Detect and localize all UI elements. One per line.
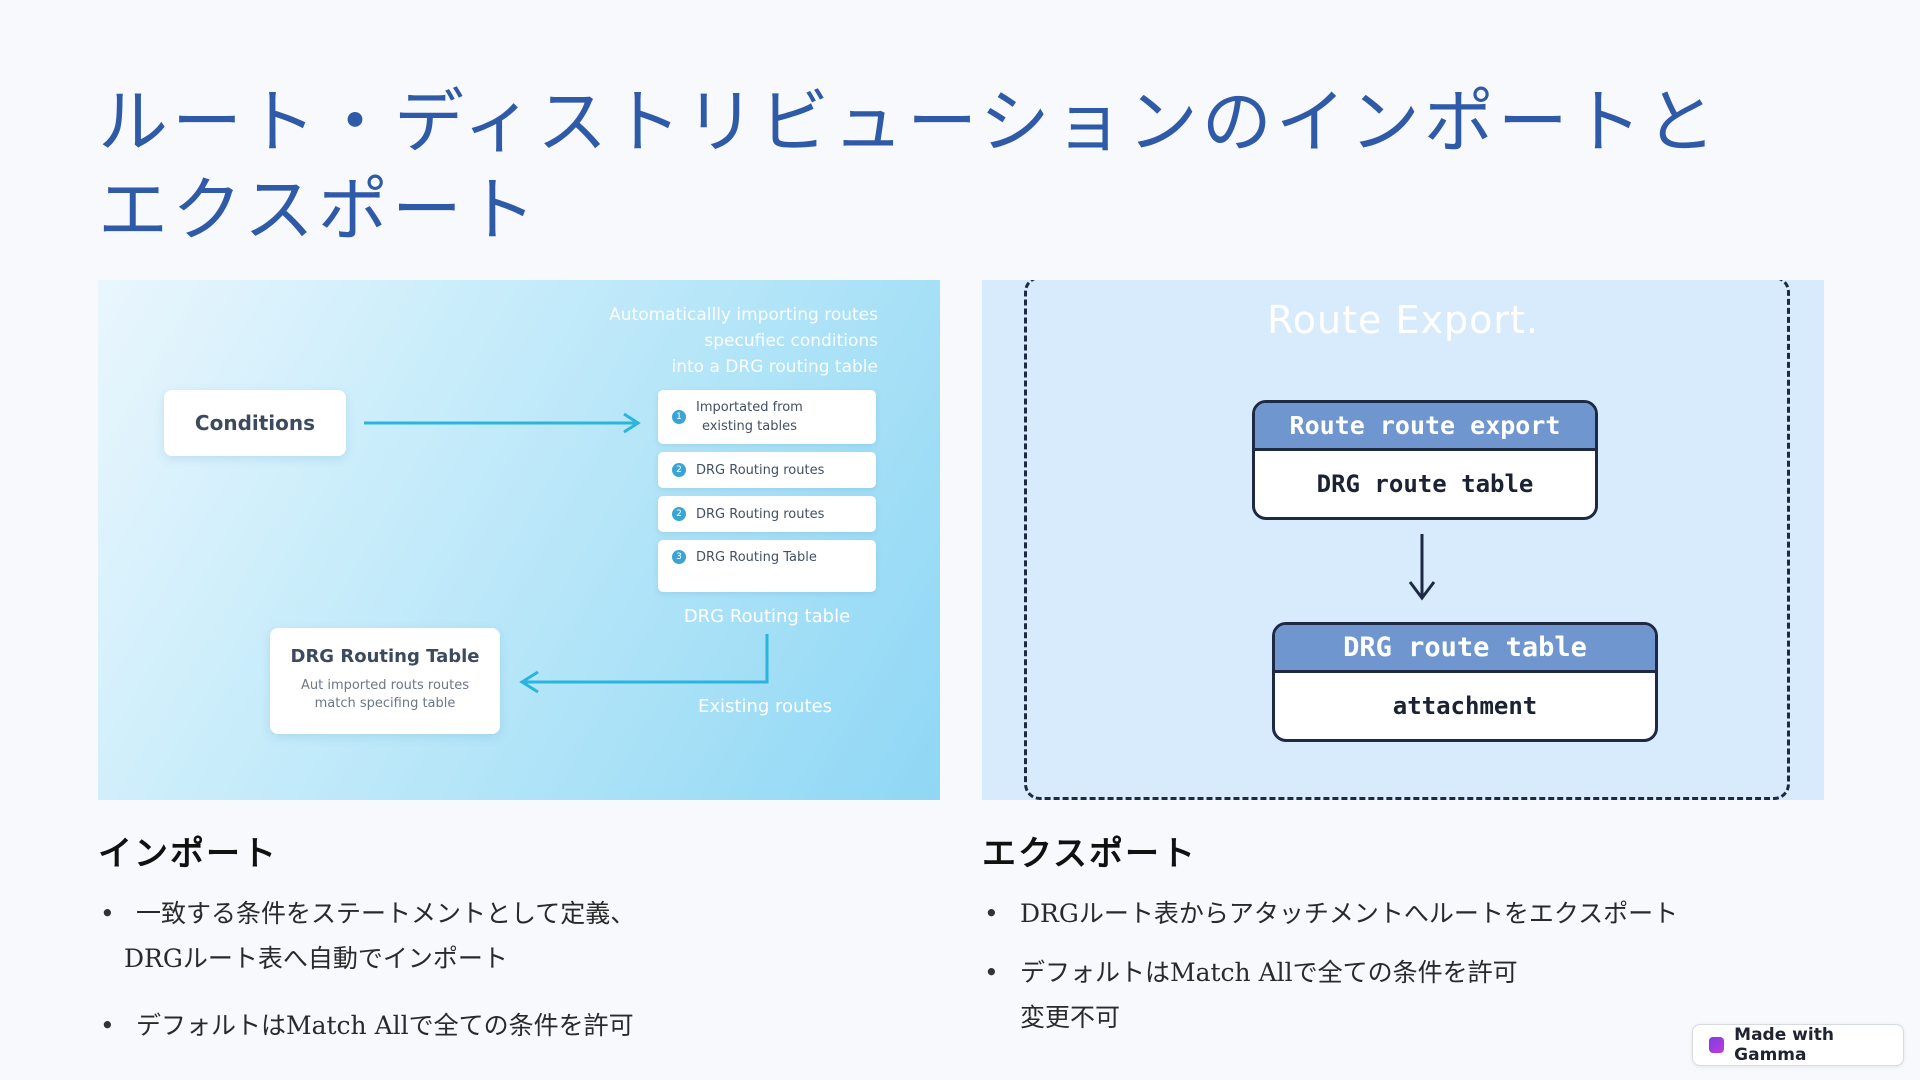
conditions-arrow-head [623,412,641,434]
route-item-line: existing tables [701,419,797,434]
bullet-text: デフォルトはMatch Allで全ての条件を許可 [1020,958,1518,987]
title-line-1: ルート・ディストリビューションのインポートと [98,81,1720,163]
badge-label: Made with Gamma [1734,1025,1834,1065]
drg-box-title: DRG Routing Table [290,646,480,667]
step-number-badge: 1 [672,410,686,424]
bullet-item: デフォルトはMatch Allで全ての条件を許可 変更不可 [982,950,1802,1040]
route-list-caption: DRG Routing table [683,606,851,627]
dashed-frame [1024,280,1790,800]
down-arrow-icon [1408,534,1436,601]
drg-routing-table-box: DRG Routing Table Aut imported routs rou… [270,628,500,734]
export-heading: エクスポート [982,834,1197,874]
export-section: エクスポート DRGルート表からアタッチメントへルートをエクスポート デフォルト… [982,826,1802,1062]
title-line-2: エクスポート [98,169,540,251]
drg-route-table-card: DRG route table attachment [1272,622,1658,742]
bullet-text: DRGルート表からアタッチメントへルートをエクスポート [1020,899,1679,928]
existing-routes-caption: Existing routes [698,696,832,717]
step-number-badge: 2 [672,507,686,521]
route-item: 3 DRG Routing Table [658,540,876,592]
import-note-line: Automaticallly importing routes [609,305,878,325]
conditions-label: Conditions [194,411,316,435]
card-body: attachment [1392,692,1538,720]
made-with-gamma-badge[interactable]: Made with Gamma [1692,1024,1904,1066]
route-item: 2 DRG Routing routes [658,452,876,488]
card-header: DRG route table [1275,625,1655,673]
import-section: インポート 一致する条件をステートメントとして定義、 DRGルート表へ自動でイン… [98,826,918,1070]
bullet-text: デフォルトはMatch Allで全ての条件を許可 [136,1011,634,1040]
bullet-item: デフォルトはMatch Allで全ての条件を許可 [98,1003,918,1048]
route-item-label: DRG Routing routes [696,506,825,522]
import-arrows [364,412,769,694]
route-item-label: DRG Routing Table [696,550,817,565]
route-item-line: Importated from [696,400,803,415]
step-number-badge: 2 [672,463,686,477]
import-note-line: into a DRG routing table [671,357,878,377]
conditions-box: Conditions [164,390,346,456]
import-heading: インポート [98,834,278,874]
bullet-text: 一致する条件をステートメントとして定義、 [136,899,636,928]
export-bullets: DRGルート表からアタッチメントへルートをエクスポート デフォルトはMatch … [982,891,1802,1040]
route-list: 1 Importated from existing tables 2 DRG … [658,390,876,600]
route-item: 2 DRG Routing routes [658,496,876,532]
route-item: 1 Importated from existing tables [658,390,876,444]
bullet-item: DRGルート表からアタッチメントへルートをエクスポート [982,891,1802,936]
bullet-item: 一致する条件をステートメントとして定義、 DRGルート表へ自動でインポート [98,891,918,981]
route-export-card: Route route export DRG route table [1252,400,1598,520]
bullet-text: 変更不可 [1020,1003,1121,1032]
bullet-text: DRGルート表へ自動でインポート [124,944,508,973]
import-diagram-image: Automaticallly importing routes specufie… [98,280,940,800]
return-arrow-line [524,634,769,684]
import-note-line: specufiec conditions [704,331,878,351]
export-image-title: Route Export. [1267,298,1539,342]
page-title: ルート・ディストリビューションのインポートと エクスポート [98,78,1738,254]
import-note: Automaticallly importing routes specufie… [558,302,878,380]
card-header: Route route export [1255,403,1595,451]
route-item-label: DRG Routing routes [696,462,825,478]
card-body: DRG route table [1316,470,1534,498]
step-number-badge: 3 [672,550,686,564]
gamma-logo-icon [1709,1037,1725,1053]
route-item-label: Importated from existing tables [696,398,803,436]
import-bullets: 一致する条件をステートメントとして定義、 DRGルート表へ自動でインポート デフ… [98,891,918,1048]
export-diagram-image: Route Export. Route route export DRG rou… [982,280,1824,800]
return-arrow-head [519,670,539,694]
drg-box-subtitle: Aut imported routs routes match specifin… [300,678,470,711]
